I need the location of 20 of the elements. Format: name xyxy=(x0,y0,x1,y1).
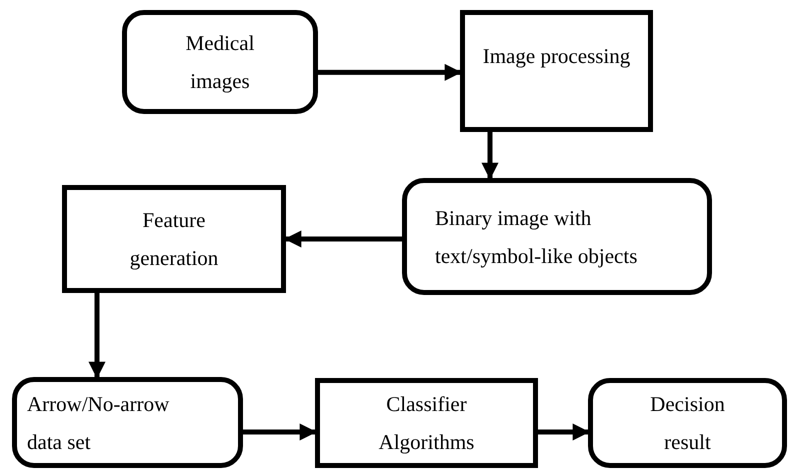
box-label: Medical images xyxy=(184,30,256,95)
arrow xyxy=(243,424,317,440)
box-label: Decision result xyxy=(649,391,726,456)
process-box xyxy=(315,378,538,468)
rounded-process-box xyxy=(12,377,243,468)
box-label: Feature generation xyxy=(128,207,220,272)
box-label: Binary image with text/symbol-like objects xyxy=(435,204,638,270)
arrow xyxy=(482,132,498,180)
rounded-process-box xyxy=(588,378,787,468)
arrow xyxy=(284,230,402,248)
box-label: Classifier Algorithms xyxy=(378,391,476,456)
box-label: Image processing xyxy=(482,43,632,70)
process-box xyxy=(460,10,653,132)
arrow xyxy=(88,293,106,379)
rounded-process-box xyxy=(402,178,712,295)
rounded-process-box xyxy=(122,10,318,114)
box-label: Arrow/No-arrow data set xyxy=(27,390,170,456)
arrow xyxy=(318,64,462,81)
process-box xyxy=(62,185,286,293)
arrow xyxy=(538,424,590,440)
